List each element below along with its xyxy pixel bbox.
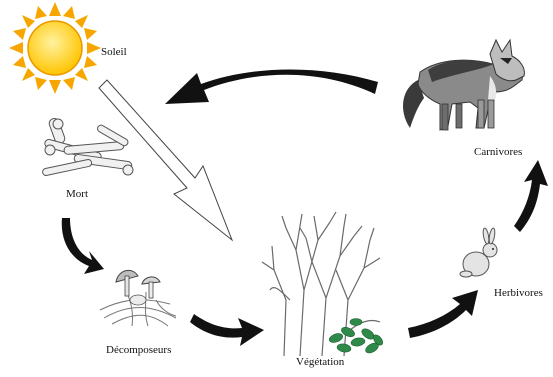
label-decomposers: Décomposeurs — [106, 344, 171, 356]
arrow-herbivores-to-carnivores — [514, 160, 548, 232]
wolf-icon — [403, 40, 524, 130]
foliage-icon — [328, 319, 384, 355]
arrow-decomposers-to-vegetation — [190, 314, 264, 346]
sun-icon — [9, 2, 101, 94]
label-vegetation: Végétation — [296, 356, 344, 368]
label-carnivores: Carnivores — [474, 146, 522, 158]
tree-icon — [262, 212, 380, 356]
rabbit-icon — [460, 228, 497, 277]
arrow-death-to-decomposers — [62, 218, 104, 274]
arrow-carnivores-to-death — [165, 69, 378, 104]
label-sun: Soleil — [101, 46, 127, 58]
label-death: Mort — [66, 188, 88, 200]
bones-icon — [42, 117, 133, 176]
label-herbivores: Herbivores — [494, 287, 543, 299]
mushroom-icon — [100, 270, 176, 326]
arrow-vegetation-to-herbivores — [408, 290, 478, 338]
